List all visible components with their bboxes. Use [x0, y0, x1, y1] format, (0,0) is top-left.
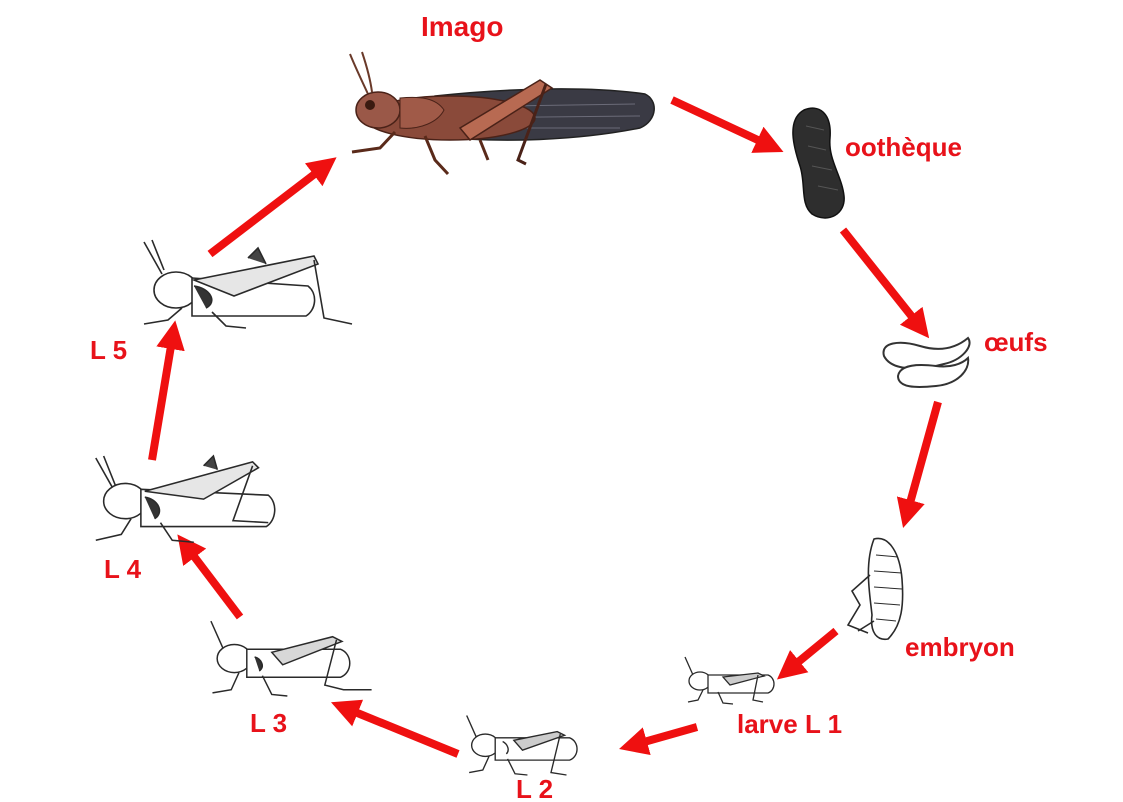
- embryo-icon: [848, 538, 903, 639]
- label-embryon: embryon: [905, 634, 1015, 660]
- arrow-imago-to-ootheque: [672, 100, 760, 141]
- label-oeufs: œufs: [984, 329, 1048, 355]
- eggs-icon: [883, 338, 969, 387]
- arrow-l5-to-imago: [210, 173, 316, 254]
- arrow-embryon-to-l1: [797, 631, 836, 663]
- label-l4: L 4: [104, 556, 141, 582]
- arrow-l1-to-l2: [644, 727, 697, 742]
- label-larve-l1: larve L 1: [737, 711, 842, 737]
- label-l2: L 2: [516, 776, 553, 802]
- arrow-l2-to-l3: [355, 712, 458, 754]
- arrow-oeufs-to-embryon: [910, 402, 938, 503]
- label-ootheque: oothèque: [845, 134, 962, 160]
- arrow-l4-to-l5: [152, 346, 171, 460]
- nymph-l1-icon: [685, 657, 774, 704]
- nymph-l2-icon: [467, 715, 577, 775]
- arrow-l3-to-l4: [193, 555, 240, 617]
- nymph-l3-icon: [211, 621, 372, 696]
- ootheca-icon: [793, 108, 844, 218]
- label-l3: L 3: [250, 710, 287, 736]
- nymph-l4-icon: [96, 456, 275, 542]
- label-l5: L 5: [90, 337, 127, 363]
- nymph-l5-icon: [144, 240, 352, 328]
- label-imago: Imago: [421, 13, 503, 41]
- adult-locust-icon: [350, 52, 654, 174]
- arrow-ootheque-to-oeufs: [843, 230, 913, 318]
